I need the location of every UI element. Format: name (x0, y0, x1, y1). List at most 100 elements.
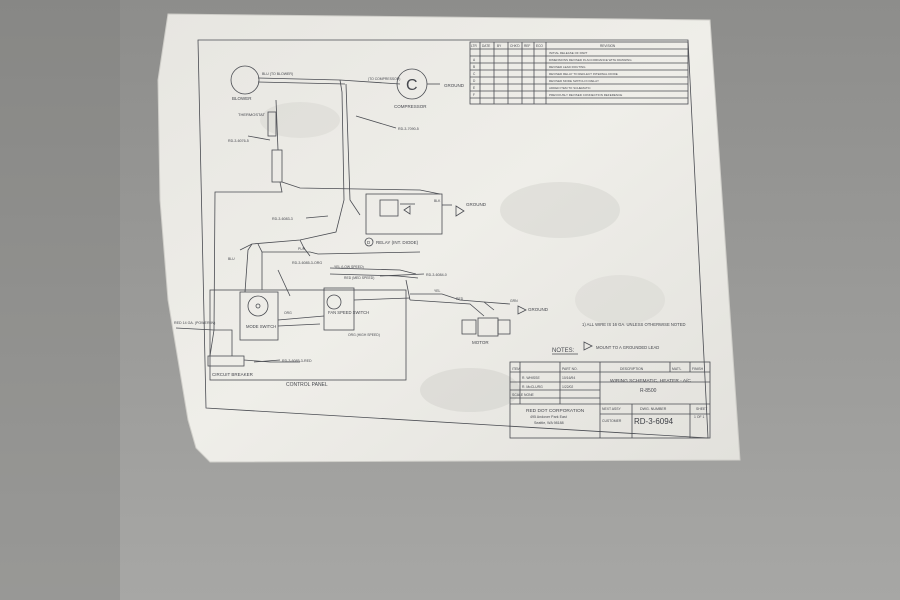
revision-row-3-note: REVISED RELAY TO REFLECT INTERNAL DIODE (549, 72, 618, 76)
revision-header-by: BY (497, 44, 502, 48)
motor-label: MOTOR (472, 340, 489, 345)
drawing-title: WIRING SCHEMATIC, HEATER - A/C (610, 378, 691, 384)
thermostat-label: THERMOSTAT (238, 112, 266, 117)
revision-header-ref: REF (524, 44, 530, 48)
wire-label-yel: YEL (434, 289, 441, 293)
note-item: MOUNT TO A GROUNDED LEAD (596, 345, 659, 350)
company-address-1: 495 Andover Park East (530, 415, 567, 419)
drawn-date: 10/16/94 (562, 376, 575, 380)
revision-header-chkd: CHK'D (510, 44, 520, 48)
revision-row-1-note: DIMENSIONS REVISED IN ACCORDANCE WITH DR… (549, 58, 632, 62)
revision-row-4-ltr: D (473, 79, 476, 83)
revision-row-6-ltr: F (473, 93, 475, 97)
revision-row-6-note: PREVIOUSLY REVISED CONNECTION REFERENCE (549, 93, 622, 97)
motor-ground-label: GROUND (528, 307, 549, 312)
part-callout: RD-3-7090-5 (398, 127, 419, 131)
note-ground-arrow (583, 341, 593, 351)
revision-block (469, 41, 689, 105)
blower-wire-label: BLU (TO BLOWER) (262, 72, 293, 76)
drawing (175, 39, 711, 439)
relay-label: RELAY (INT. DIODE) (376, 240, 419, 245)
wire-label-blu: BLU (228, 257, 235, 261)
power-in-label: RED 14 GA. (POWER IN) (174, 321, 215, 325)
notes-heading: NOTES: (552, 348, 575, 354)
revision-row-4-note: REVISED MODE SWITCH IN RELAY (549, 79, 599, 83)
harness-connector (271, 149, 283, 183)
blower-symbol (230, 65, 260, 95)
wire-label-pur: PUR (298, 247, 306, 251)
wire-label-grn: GRN (510, 299, 518, 303)
control-panel-label: CONTROL PANEL (286, 382, 328, 388)
scale-label: SCALE (512, 393, 524, 397)
fan-speed-switch-label: FAN SPEED SWITCH (328, 310, 369, 315)
revision-header-date: DATE (482, 44, 490, 48)
title-col-finish: FINISH (692, 367, 704, 371)
part-callout: RD-3-6083-3 (272, 217, 293, 221)
title-col-description: DESCRIPTION (620, 367, 644, 371)
relay-box (365, 193, 443, 235)
relay-ground-arrow (455, 205, 465, 217)
part-callout: RD-3-6085-3-ORG (292, 261, 322, 265)
motor-fan-left (461, 319, 477, 335)
relay-ground-label: GROUND (466, 202, 487, 207)
compressor-label: COMPRESSOR (394, 104, 427, 109)
sheet-value: 1 OF 1 (694, 415, 704, 419)
company-name: RED DOT CORPORATION (526, 408, 585, 414)
motor-fan-right (497, 319, 511, 335)
compressor-letter: C (406, 77, 418, 94)
paper-smudge (575, 275, 665, 325)
sheet-label: SHEET (696, 407, 707, 411)
motor-ground-arrow (517, 305, 527, 315)
thermostat-symbol (267, 111, 277, 137)
title-col-item: ITEM (512, 367, 520, 371)
title-block-frame (509, 361, 711, 439)
mode-switch-label: MODE SWITCH (246, 324, 276, 329)
next-assy-label: NEXT ASSY (602, 407, 622, 411)
paper-sheet (157, 13, 741, 463)
revision-row-5-ltr: E (473, 86, 475, 90)
paper-smudge (420, 368, 520, 412)
circuit-breaker-box (207, 355, 245, 367)
paper-smudge (260, 102, 340, 138)
wire-label-yel-low: YEL (LOW SPEED) (334, 265, 364, 269)
title-col-matl: MAT'L (672, 367, 682, 371)
revision-row-5-note: ADDED ITEM TO SCHEMATIC (549, 86, 592, 90)
revision-row-2-note: REVISED LEAD ROUTING (549, 65, 586, 69)
paper-smudge (500, 182, 620, 238)
revision-header-revision: REVISION (600, 44, 616, 48)
note-item: 1) ALL WIRE IS 16 GA. UNLESS OTHERWISE N… (582, 322, 686, 327)
wire-label-red-med: RED (MED SPEED) (344, 276, 374, 280)
part-callout: RD-3-6084-0 (426, 273, 447, 277)
drawing-model: R-8500 (640, 388, 657, 394)
checked-by: R. McCLURG (522, 385, 543, 389)
compressor-ground-label: GROUND (444, 83, 465, 88)
dwg-number: RD-3-6094 (634, 417, 674, 426)
revision-row-1-ltr: A (473, 58, 476, 62)
wire-label-blk: BLK (434, 199, 441, 203)
drawn-by: R. WHISSE (522, 376, 540, 380)
revision-row-0-note: INITIAL RELEASE OF PART (549, 51, 587, 55)
part-callout: RD-3-6076-5 (228, 139, 249, 143)
revision-header-eco: ECO (536, 44, 543, 48)
wire-label-red: RED (456, 297, 464, 301)
blower-label: BLOWER (232, 96, 252, 101)
scale-value: NONE (524, 393, 535, 397)
wire-label-org: ORG (284, 311, 292, 315)
wire-label-to-compressor: (TO COMPRESSOR) (368, 77, 400, 81)
revision-row-2-ltr: B (473, 65, 475, 69)
checked-date: 1/22/02 (562, 385, 573, 389)
wire-label-org-high: ORG (HIGH SPEED) (348, 333, 380, 337)
title-col-part-no: PART NO. (562, 367, 578, 371)
mode-switch-box (239, 291, 279, 341)
customer-label: CUSTOMER (602, 419, 622, 423)
circuit-breaker-label: CIRCUIT BREAKER (212, 372, 254, 377)
relay-marker: D (367, 240, 371, 245)
revision-row-3-ltr: C (473, 72, 476, 76)
revision-header-ltr: LTR (471, 44, 477, 48)
floor-vignette-left (0, 0, 120, 600)
company-address-2: Seattle, WA 98188 (534, 421, 564, 425)
control-panel-box (209, 289, 407, 381)
fan-speed-switch-box (323, 287, 355, 331)
part-callout: RD-3-6085-3-RED (282, 359, 312, 363)
